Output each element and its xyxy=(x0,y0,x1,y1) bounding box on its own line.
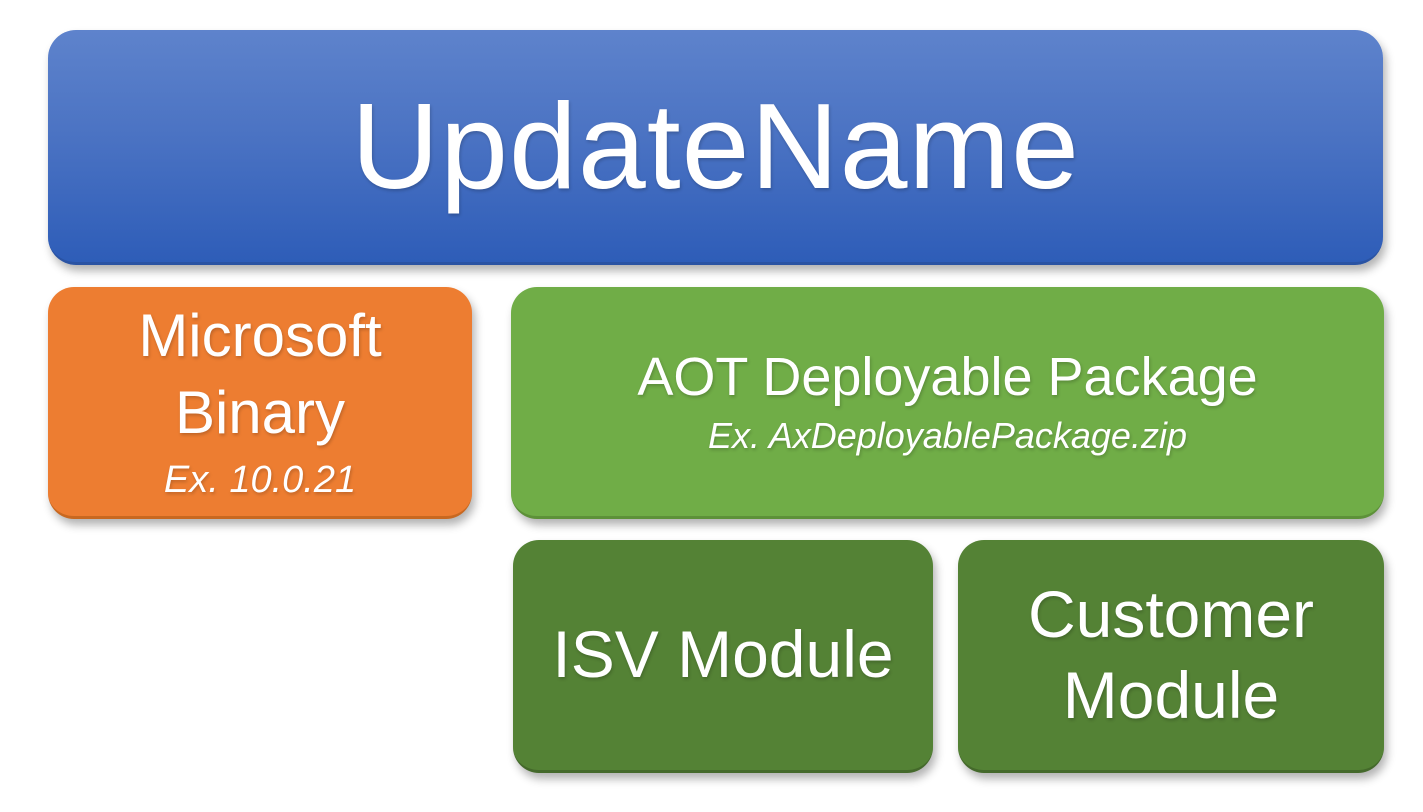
microsoft-binary-example: Ex. 10.0.21 xyxy=(163,458,357,501)
update-name-box: UpdateName xyxy=(48,30,1383,265)
update-name-label: UpdateName xyxy=(351,77,1080,214)
microsoft-binary-label: Microsoft Binary xyxy=(138,302,382,446)
customer-module-label: Customer Module xyxy=(1027,577,1315,732)
aot-deployable-package-label: AOT Deployable Package xyxy=(637,346,1258,407)
customer-module-box: Customer Module xyxy=(958,540,1384,773)
microsoft-binary-box: Microsoft Binary Ex. 10.0.21 xyxy=(48,287,472,519)
isv-module-label: ISV Module xyxy=(552,617,894,692)
aot-deployable-package-box: AOT Deployable Package Ex. AxDeployableP… xyxy=(511,287,1384,519)
isv-module-box: ISV Module xyxy=(513,540,933,773)
aot-deployable-package-example: Ex. AxDeployablePackage.zip xyxy=(708,415,1187,457)
